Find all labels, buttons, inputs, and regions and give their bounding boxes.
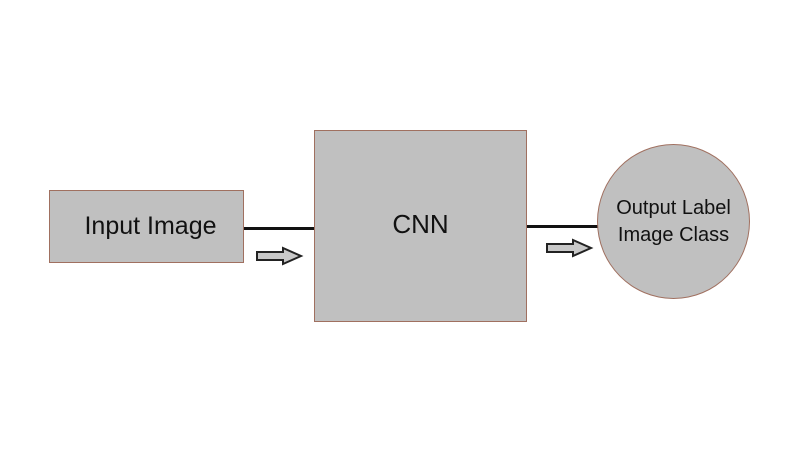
- cnn-node: CNN: [314, 130, 527, 322]
- input-image-label: Input Image: [84, 212, 217, 240]
- flow-arrow-icon: [546, 238, 594, 258]
- connector-input-to-cnn: [244, 227, 315, 230]
- input-image-node: Input Image: [49, 190, 244, 263]
- output-label-line-2: Image Class: [617, 223, 730, 246]
- cnn-label: CNN: [392, 209, 449, 239]
- connector-cnn-to-output: [527, 225, 598, 228]
- output-label-node: Output Label Image Class: [597, 144, 750, 299]
- flow-arrow-icon: [256, 246, 304, 266]
- output-label-line-1: Output Label: [616, 196, 731, 219]
